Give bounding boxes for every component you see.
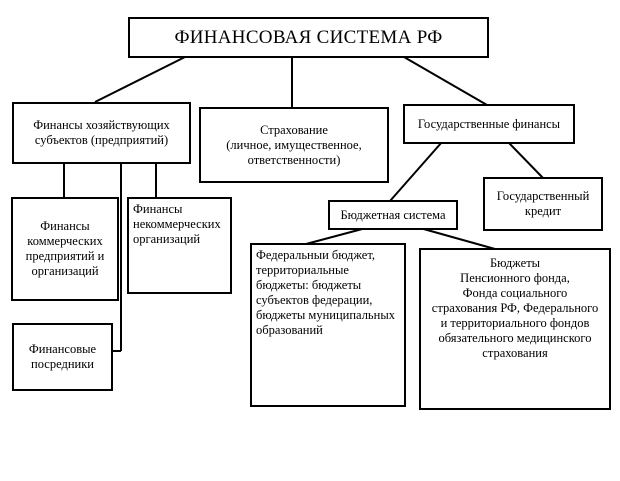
budgets-box: Федеральныи бюджет, территориальные бюдж… [250,243,406,407]
connector-state-credit [507,141,544,179]
state-finance-label: Государственные финансы [417,116,561,131]
connector-state-budget [389,141,443,202]
budgets-line-3: бюджеты: бюджеты [256,278,362,292]
budgets-line-1: Федеральныи бюджет, [256,248,376,262]
noncommercial-line-1: Финансы [133,202,183,216]
connector-root-enterprise [94,56,186,103]
commercial-line-1: Финансы [40,219,90,233]
funds-line-7: страхования [482,346,548,360]
funds-line-5: и территориального фондов [440,316,590,330]
funds-line-3: Фонда социального [462,286,568,300]
state-credit-line-1: Государственный [496,189,590,203]
noncommercial-line-2: некоммерческих [133,217,221,231]
budgets-line-6: образований [256,323,323,337]
commercial-finance-box: Финансы коммерческих предприятий и орган… [11,197,119,301]
funds-line-6: обязательного медицинского [438,331,592,345]
funds-line-4: страхования РФ, Федерального [431,301,599,315]
commercial-line-4: организаций [31,264,99,278]
insurance-line-3: ответственности) [247,152,341,167]
intermediaries-line-1: Финансовые [28,342,97,356]
budgets-line-4: субъектов федерации, [256,293,373,307]
insurance-line-2: (личное, имущественное, [226,137,362,152]
enterprise-finance-line-1: Финансы хозяйствующих [33,118,170,132]
budgets-line-2: территориальные [256,263,349,277]
root-box: ФИНАНСОВАЯ СИСТЕМА РФ [128,17,489,58]
insurance-line-1: Страхование [260,122,328,137]
commercial-line-3: предприятий и [25,249,105,263]
noncommercial-line-3: организаций [133,232,201,246]
noncommercial-finance-box: Финансы некоммерческих организаций [127,197,232,294]
commercial-line-2: коммерческих [27,234,103,248]
budget-system-box: Бюджетная система [328,200,458,230]
intermediaries-line-2: посредники [31,357,94,371]
enterprise-finance-line-2: субъектов (предприятий) [34,133,169,147]
state-finance-box: Государственные финансы [403,104,575,144]
insurance-box: Страхование (личное, имущественное, отве… [199,107,389,183]
funds-box: Бюджеты Пенсионного фонда, Фонда социаль… [419,248,611,410]
connector-budget-federal [305,227,367,245]
enterprise-finance-box: Финансы хозяйствующих субъектов (предпри… [12,102,191,164]
funds-line-2: Пенсионного фонда, [460,271,570,285]
budgets-line-5: бюджеты муниципальных [256,308,395,322]
state-credit-box: Государственный кредит [483,177,603,231]
funds-line-1: Бюджеты [489,256,541,270]
intermediaries-box: Финансовые посредники [12,323,113,391]
state-credit-line-2: кредит [524,204,562,218]
budget-system-label: Бюджетная система [340,207,446,222]
connector-root-state [403,56,488,106]
root-title: ФИНАНСОВАЯ СИСТЕМА РФ [174,27,443,48]
connector-budget-funds [419,227,496,250]
